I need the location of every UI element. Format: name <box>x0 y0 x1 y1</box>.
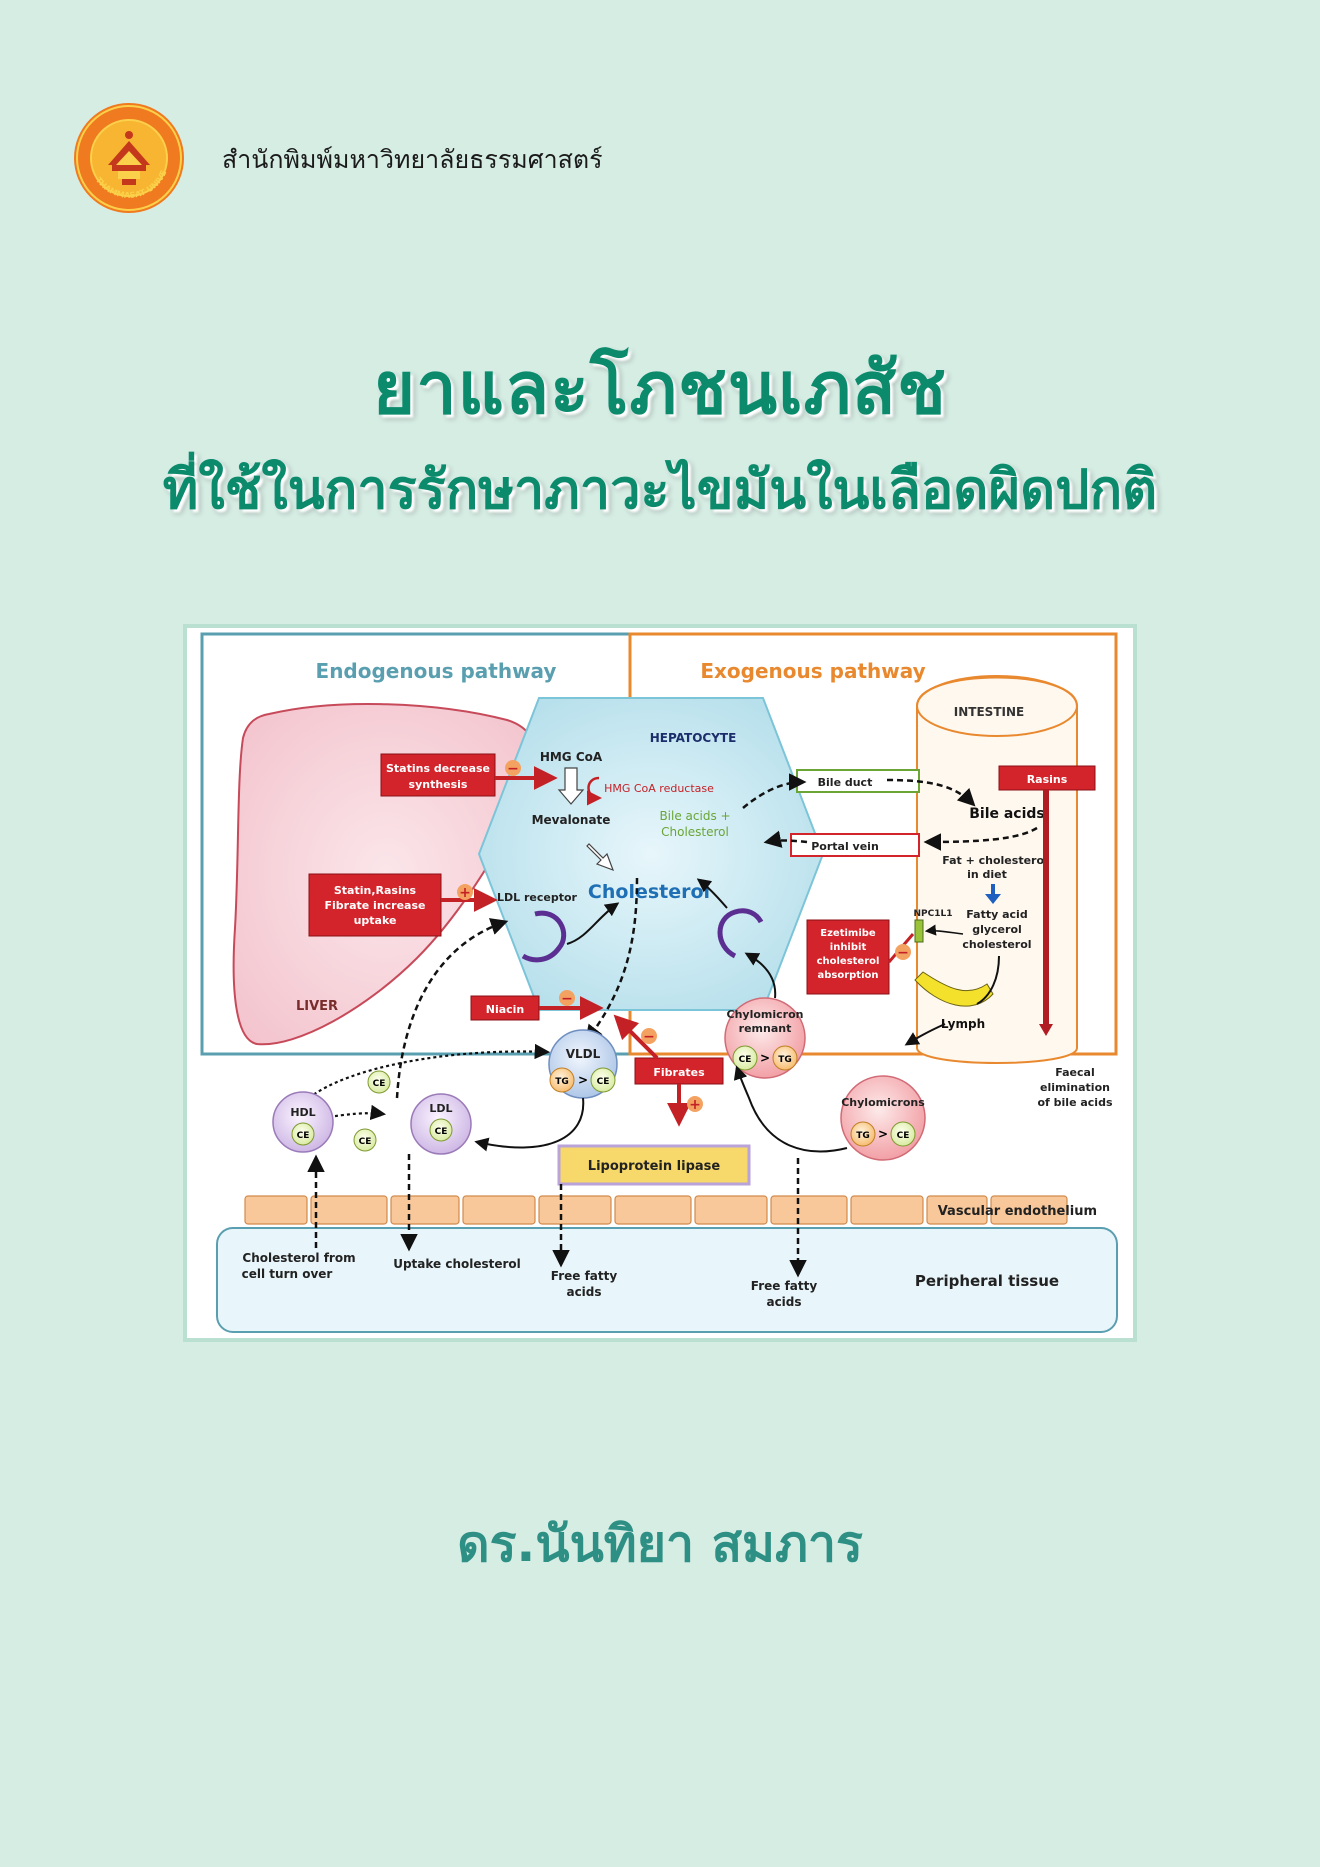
chylo-remnant-label-2: remnant <box>739 1022 792 1035</box>
statin-rasins-box-line1: Statin,Rasins <box>334 884 417 897</box>
fat-diet-label-2: in diet <box>967 868 1007 881</box>
book-title-line2: ที่ใช้ในการรักษาภาวะไขมันในเลือดผิดปกติ <box>162 458 1158 521</box>
ldl-receptor-label: LDL receptor <box>497 891 578 904</box>
svg-text:−: − <box>897 945 909 961</box>
peripheral-tissue-label: Peripheral tissue <box>915 1272 1059 1290</box>
hepatocyte-label: HEPATOCYTE <box>650 731 737 745</box>
ezetimibe-box-line2: inhibit <box>830 942 867 953</box>
bile-acids-chol-label-2: Cholesterol <box>661 825 729 839</box>
free-fatty-label-2a: Free fatty <box>751 1279 818 1293</box>
svg-text:−: − <box>643 1029 655 1045</box>
free-fatty-label-2b: acids <box>766 1295 801 1309</box>
svg-text:CE: CE <box>739 1055 752 1065</box>
ldl-label: LDL <box>429 1102 452 1115</box>
svg-text:CE: CE <box>897 1131 910 1141</box>
liver-label: LIVER <box>296 999 338 1014</box>
lipoprotein-lipase-label: Lipoprotein lipase <box>588 1159 721 1174</box>
svg-text:>: > <box>878 1127 888 1141</box>
vldl-label: VLDL <box>566 1047 601 1061</box>
bile-duct-label: Bile duct <box>818 776 873 789</box>
faecal-label-2: elimination <box>1040 1081 1110 1094</box>
svg-text:>: > <box>578 1073 588 1087</box>
svg-text:+: + <box>459 885 471 901</box>
svg-text:+: + <box>689 1097 701 1113</box>
lipoprotein-lipase-box <box>557 1144 751 1186</box>
chylomicrons-particle <box>840 1075 926 1161</box>
bile-acids-chol-label-1: Bile acids + <box>659 809 730 823</box>
chol-turnover-label-1: Cholesterol from <box>242 1251 355 1265</box>
lymph-label: Lymph <box>941 1017 985 1031</box>
svg-text:TG: TG <box>555 1077 569 1087</box>
uptake-cholesterol-label: Uptake cholesterol <box>393 1257 521 1271</box>
author-name: ดร.นันทิยา สมภาร <box>457 1515 863 1573</box>
bile-acids-label: Bile acids <box>969 806 1045 822</box>
ezetimibe-box-line3: cholesterol <box>817 956 880 967</box>
svg-text:CE: CE <box>359 1137 372 1147</box>
fibrates-box: Fibrates <box>653 1066 705 1079</box>
hdl-label: HDL <box>290 1106 315 1119</box>
faecal-label-3: of bile acids <box>1037 1096 1112 1109</box>
statins-box-line2: synthesis <box>409 778 468 791</box>
svg-text:CE: CE <box>597 1077 610 1087</box>
svg-text:CE: CE <box>435 1127 448 1137</box>
university-seal-icon: THAMMASAT UNIVERSITY <box>72 101 184 213</box>
intestine-label: INTESTINE <box>954 705 1024 719</box>
npc1l1-label: NPC1L1 <box>914 909 953 919</box>
hmg-coa-label: HMG CoA <box>540 750 603 764</box>
statins-box-line1: Statins decrease <box>386 762 490 775</box>
fat-diet-label-1: Fat + cholesterol <box>942 854 1048 867</box>
chylo-remnant-label-1: Chylomicron <box>727 1008 804 1021</box>
exogenous-label: Exogenous pathway <box>700 659 925 683</box>
fatty-acid-label-2: glycerol <box>972 923 1022 936</box>
ezetimibe-box-line1: Ezetimibe <box>820 928 876 939</box>
fatty-acid-label-3: cholesterol <box>962 938 1031 951</box>
svg-text:−: − <box>507 761 519 777</box>
publisher-name: สำนักพิมพ์มหาวิทยาลัยธรรมศาสตร์ <box>222 145 603 174</box>
fatty-acid-label-1: Fatty acid <box>966 908 1027 921</box>
peripheral-tissue-box <box>216 1227 1118 1333</box>
faecal-label-1: Faecal <box>1055 1066 1094 1079</box>
chol-turnover-label-2: cell turn over <box>242 1267 333 1281</box>
free-fatty-label-1b: acids <box>566 1285 601 1299</box>
endogenous-label: Endogenous pathway <box>316 659 557 683</box>
lipoprotein-pathway-diagram: Endogenous pathway Exogenous pathway LIV… <box>187 628 1133 1338</box>
hmg-reductase-label: HMG CoA reductase <box>604 782 714 795</box>
cholesterol-label: Cholesterol <box>588 881 710 903</box>
portal-vein-label: Portal vein <box>811 840 879 853</box>
endothelium-cells <box>244 1195 1068 1225</box>
svg-text:>: > <box>760 1051 770 1065</box>
vascular-endothelium-label: Vascular endothelium <box>938 1204 1097 1219</box>
ezetimibe-box-line4: absorption <box>817 970 878 981</box>
svg-text:CE: CE <box>373 1079 386 1089</box>
book-title-line1: ยาและโภชนเภสัช <box>373 346 947 430</box>
svg-text:TG: TG <box>778 1055 792 1065</box>
svg-text:−: − <box>561 991 573 1007</box>
chylomicrons-label: Chylomicrons <box>841 1096 925 1109</box>
statin-rasins-box-line3: uptake <box>354 914 397 927</box>
svg-text:CE: CE <box>297 1131 310 1141</box>
niacin-box: Niacin <box>486 1003 525 1016</box>
rasins-label: Rasins <box>1027 773 1068 786</box>
statin-rasins-box-line2: Fibrate increase <box>325 899 426 912</box>
free-fatty-label-1a: Free fatty <box>551 1269 618 1283</box>
mevalonate-label: Mevalonate <box>532 813 611 827</box>
hdl-particle <box>272 1091 334 1153</box>
svg-text:TG: TG <box>856 1131 870 1141</box>
